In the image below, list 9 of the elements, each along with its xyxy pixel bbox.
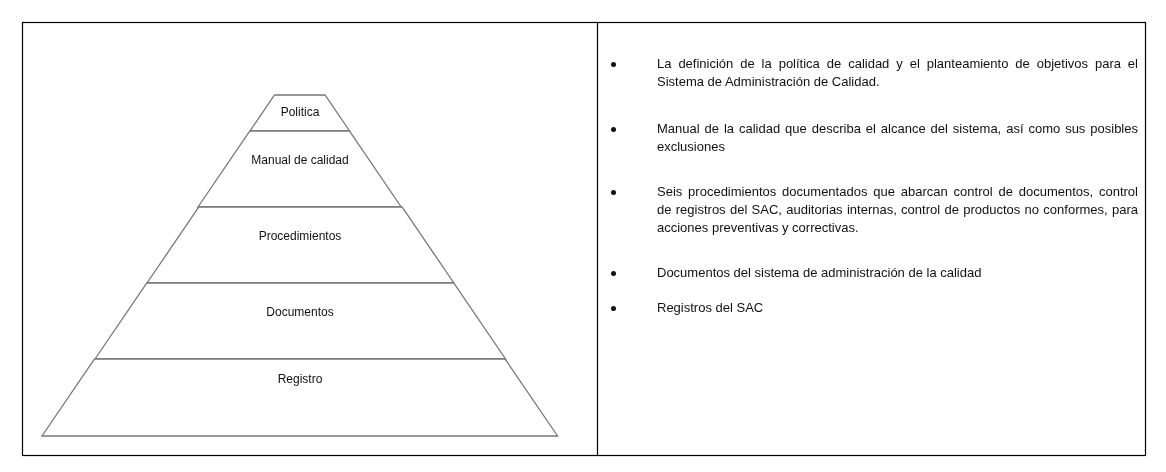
pyramid-tier: Procedimientos [146,207,454,283]
bullet-text: Manual de la calidad que describa el alcance del sistema, así como sus posibles exclusiones [657,120,1138,156]
pyramid-tier: Politica [250,95,350,131]
pyramid-tier: Documentos [94,283,506,359]
bullet-text: Registros del SAC [657,299,765,317]
pyramid-tier: Registro [42,359,558,436]
bullet-text: Seis procedimientos documentados que abarcan control de documentos, control de registros del SAC, auditorias internas, control de productos no conformes, para acciones preventivas y correctivas. [657,183,1138,237]
bullet-text: La definición de la política de calidad y el planteamiento de objetivos para el Sistema de Administración de Calidad. [657,55,1138,91]
bullet-text: Documentos del sistema de administración de la calidad [657,264,983,282]
